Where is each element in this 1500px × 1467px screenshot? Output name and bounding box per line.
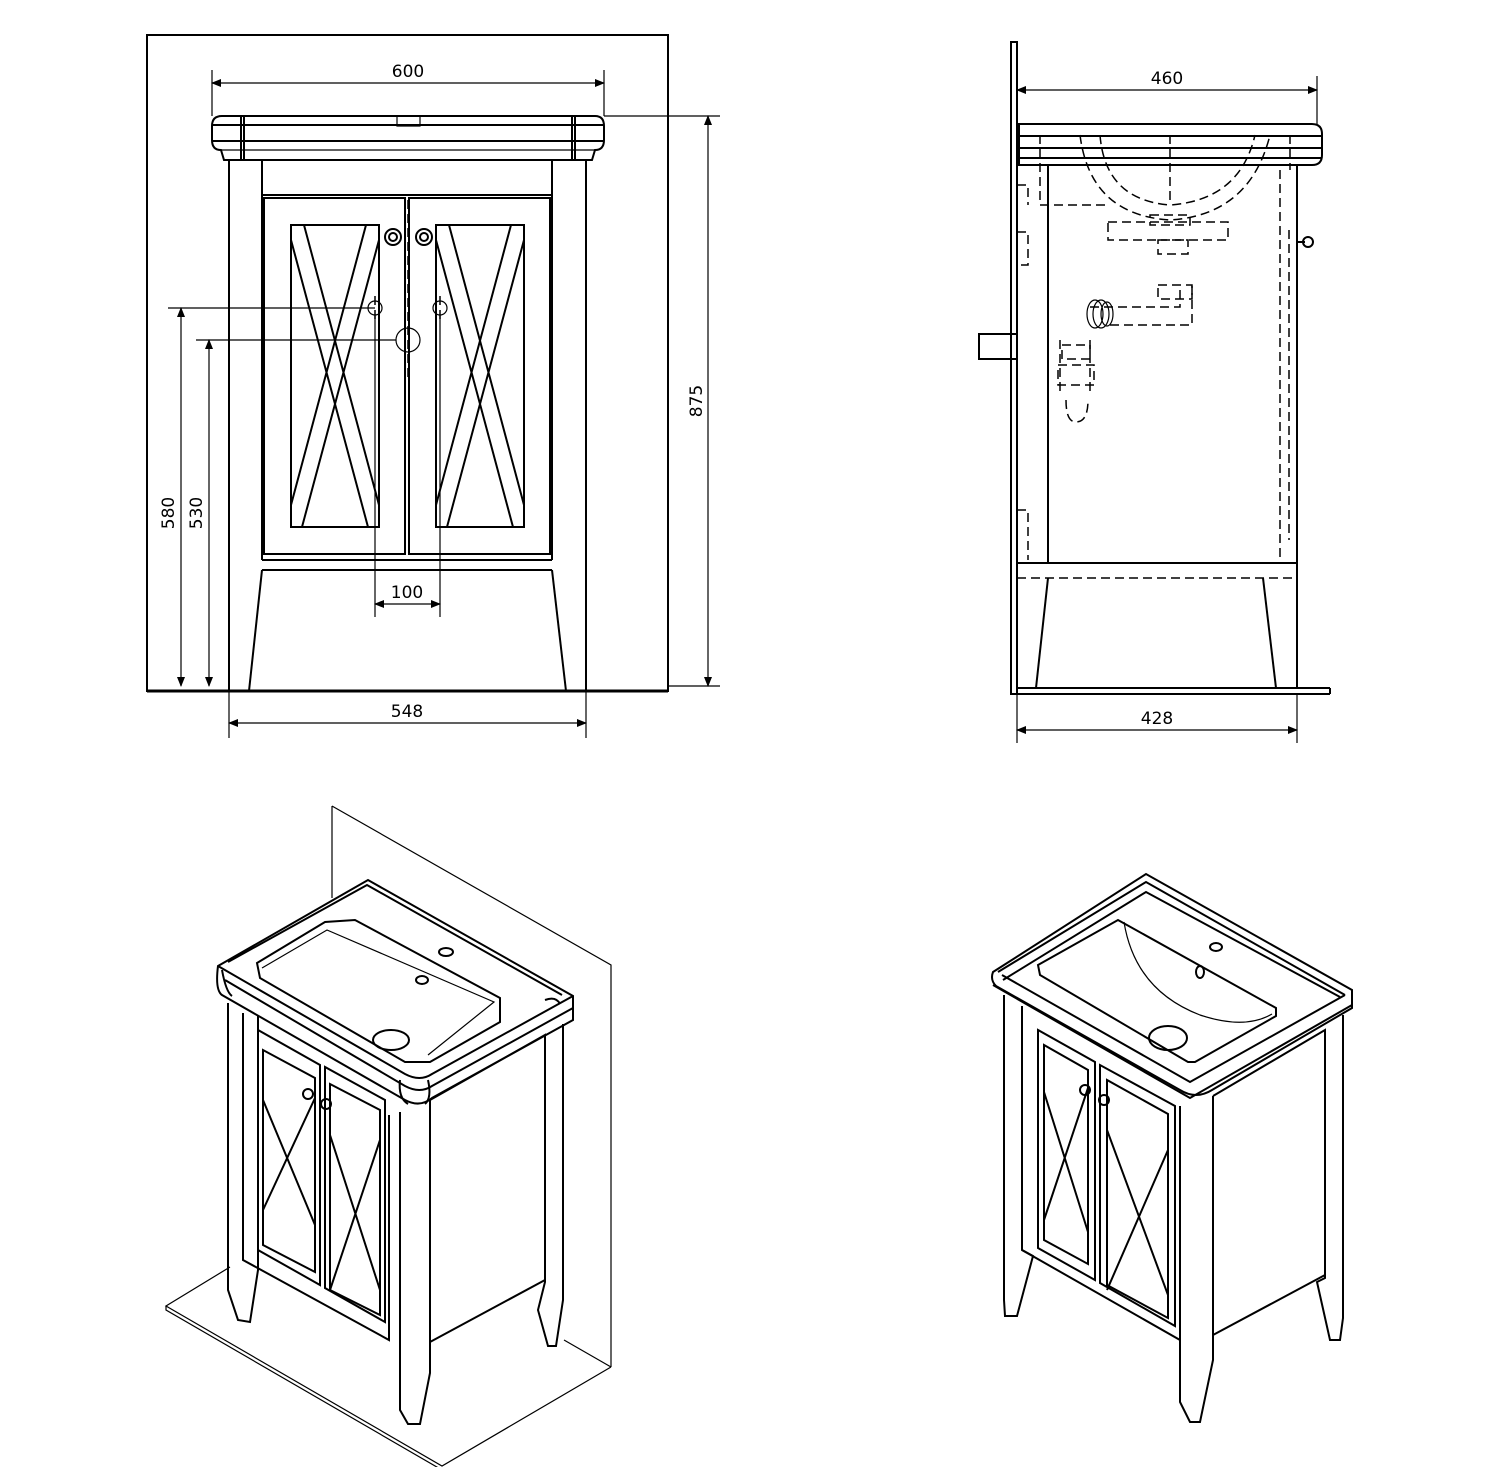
side-wall xyxy=(1010,41,1018,695)
dim-basin-depth: 460 xyxy=(1151,69,1183,89)
dim-drain-height-upper: 580 xyxy=(159,497,179,529)
dim-drain-height-lower: 530 xyxy=(187,497,207,529)
iso-cabinet xyxy=(227,1003,564,1425)
basin-side xyxy=(1018,123,1323,255)
front-dimensions xyxy=(168,70,720,738)
side-view: 460 428 xyxy=(978,41,1331,743)
iso2-basin xyxy=(991,872,1353,1100)
front-view: 600 548 875 580 530 100 xyxy=(146,34,720,738)
dim-basin-width: 600 xyxy=(392,62,424,82)
dim-pipe-spacing: 100 xyxy=(391,583,423,603)
isometric-view-plain xyxy=(991,872,1353,1423)
cabinet-side xyxy=(978,165,1314,689)
side-dimensions xyxy=(1016,76,1318,743)
isometric-view-with-wall xyxy=(164,805,612,1467)
basin-front xyxy=(211,115,605,161)
cabinet-front xyxy=(228,160,587,692)
dim-cabinet-depth: 428 xyxy=(1141,709,1173,729)
iso2-cabinet xyxy=(1003,995,1344,1423)
iso-basin xyxy=(216,878,574,1105)
dim-cabinet-width: 548 xyxy=(391,702,423,722)
dim-total-height: 875 xyxy=(687,385,707,417)
